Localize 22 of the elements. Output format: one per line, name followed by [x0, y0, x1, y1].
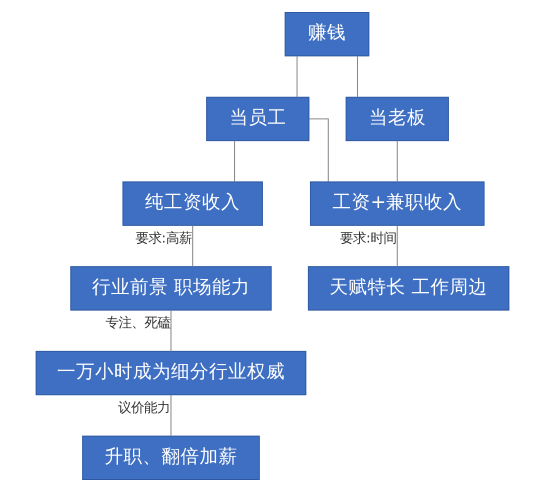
node-box: 赚钱: [284, 12, 370, 56]
connector: [170, 310, 172, 352]
connector: [309, 118, 329, 182]
edge-label: 专注、死磕: [105, 316, 170, 332]
connector: [170, 394, 172, 436]
node-box: 升职、翻倍加薪: [82, 436, 260, 480]
node-box: 当员工: [206, 96, 310, 142]
connector: [356, 56, 358, 98]
node-box: 工资+兼职收入: [310, 181, 485, 226]
connector: [396, 140, 398, 182]
node-box: 行业前景 职场能力: [70, 266, 272, 311]
connector: [296, 56, 298, 98]
node-box: 当老板: [346, 96, 449, 142]
node-box: 天赋特长 工作周边: [308, 266, 510, 311]
edge-label: 议价能力: [118, 400, 170, 416]
connector: [192, 225, 194, 267]
connector: [396, 225, 398, 267]
edge-label: 要求:时间: [340, 231, 397, 246]
node-box: 纯工资收入: [122, 181, 263, 226]
connector: [234, 140, 236, 182]
edge-label: 要求:高薪: [135, 231, 192, 246]
node-box: 一万小时成为细分行业权威: [36, 350, 306, 396]
